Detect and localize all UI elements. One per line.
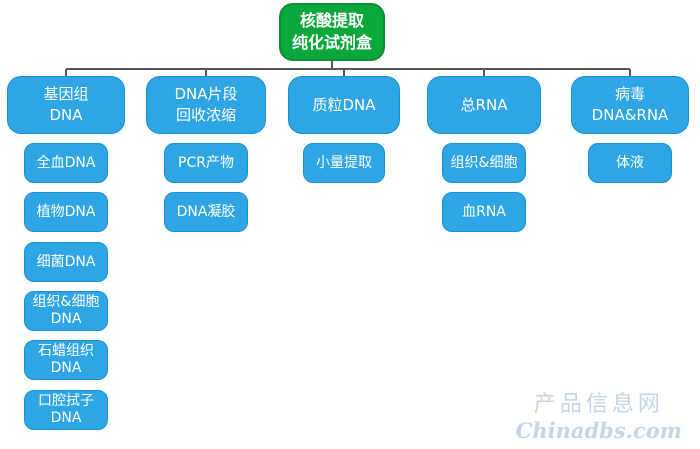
item-viral-0-label: 体液 xyxy=(616,155,644,171)
item-genomic-2: 细菌DNA xyxy=(24,242,108,282)
category-plasmid: 质粒DNA xyxy=(288,76,400,134)
watermark: 产品信息网 Chinadbs.com xyxy=(516,391,682,443)
root-node-label: 纯化试剂盒 xyxy=(291,33,372,52)
item-genomic-0-label: 全血DNA xyxy=(36,155,96,171)
root-connector xyxy=(331,61,333,69)
item-genomic-3-label: DNA xyxy=(50,311,82,327)
category-viral-label: 病毒 xyxy=(614,85,645,103)
item-fragment-0: PCR产物 xyxy=(164,143,248,183)
item-genomic-2-label: 细菌DNA xyxy=(36,254,96,270)
item-plasmid-0-label: 小量提取 xyxy=(316,155,372,171)
category-fragment-label: 回收浓缩 xyxy=(175,106,236,124)
branch-connector-plasmid xyxy=(343,69,345,76)
category-fragment: DNA片段回收浓缩 xyxy=(146,76,266,134)
branch-connector-fragment xyxy=(205,69,207,76)
branch-connector-total-rna xyxy=(483,69,485,76)
item-plasmid-0: 小量提取 xyxy=(303,143,385,183)
category-plasmid-label: 质粒DNA xyxy=(312,95,376,114)
item-genomic-1: 植物DNA xyxy=(24,192,108,232)
item-total-rna-0-label: 组织&细胞 xyxy=(450,155,518,171)
item-genomic-0: 全血DNA xyxy=(24,143,108,183)
item-total-rna-0: 组织&细胞 xyxy=(442,143,526,183)
item-genomic-5-label: 口腔拭子 xyxy=(38,393,94,409)
category-fragment-label: DNA片段 xyxy=(174,85,238,103)
root-node-label: 核酸提取 xyxy=(299,11,364,30)
item-genomic-3-label: 组织&细胞 xyxy=(32,294,100,310)
category-viral-label: DNA&RNA xyxy=(591,106,669,124)
item-genomic-1-label: 植物DNA xyxy=(36,204,96,220)
item-genomic-4-label: 石蜡组织 xyxy=(38,343,94,359)
category-total-rna-label: 总RNA xyxy=(460,95,508,114)
item-fragment-1-label: DNA凝胶 xyxy=(176,204,236,220)
branch-connector-genomic xyxy=(65,69,67,76)
item-genomic-5-label: DNA xyxy=(50,410,82,426)
item-viral-0: 体液 xyxy=(588,143,672,183)
item-fragment-1: DNA凝胶 xyxy=(164,192,248,232)
root-node: 核酸提取纯化试剂盒 xyxy=(279,3,385,61)
watermark-title: 产品信息网 xyxy=(533,392,664,417)
item-total-rna-1-label: 血RNA xyxy=(462,204,506,220)
item-genomic-4-label: DNA xyxy=(50,360,82,376)
watermark-url: Chinadbs.com xyxy=(515,418,682,443)
category-viral: 病毒 DNA&RNA xyxy=(571,76,689,134)
item-fragment-0-label: PCR产物 xyxy=(178,155,234,171)
branch-connector-viral xyxy=(629,69,631,76)
item-total-rna-1: 血RNA xyxy=(442,192,526,232)
category-genomic-label: DNA xyxy=(49,106,83,124)
category-total-rna: 总RNA xyxy=(427,76,541,134)
category-genomic: 基因组 DNA xyxy=(7,76,125,134)
bus-connector xyxy=(66,68,630,70)
category-genomic-label: 基因组 xyxy=(43,85,89,103)
